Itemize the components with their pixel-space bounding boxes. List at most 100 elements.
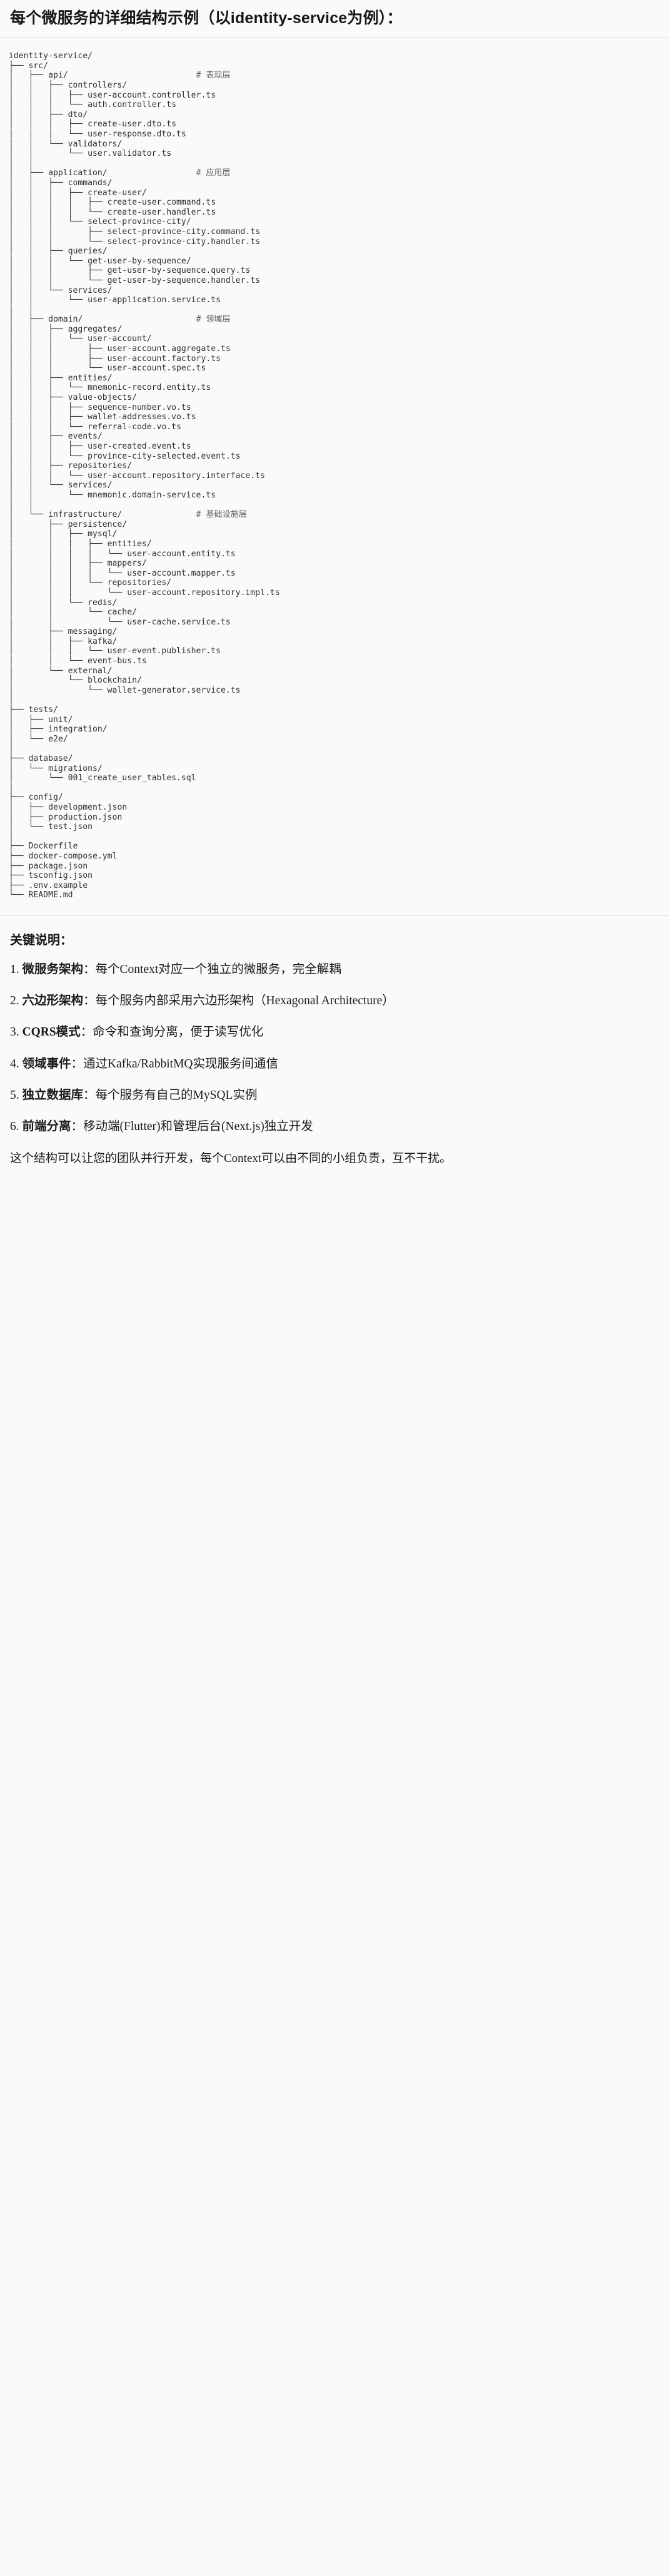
tree-line-path: │ ├── api/ [9, 71, 196, 81]
title-divider [0, 37, 669, 38]
tree-line: │ │ │ └── select-province-city/ [9, 217, 191, 227]
key-note-separator: ： [83, 962, 96, 976]
key-note-item: 微服务架构：每个Context对应一个独立的微服务，完全解耦 [10, 961, 659, 979]
tree-line: │ │ │ └── user-account.repository.impl.t… [9, 588, 280, 598]
tree-line: ├── tsconfig.json [9, 871, 93, 881]
tree-line-comment: # 表现层 [196, 71, 231, 81]
tree-line: │ │ │ └── referral-code.vo.ts [9, 422, 181, 432]
tree-line: │ [9, 744, 14, 754]
tree-line: │ │ │ └── auth.controller.ts [9, 100, 177, 110]
tree-line: │ │ ├── kafka/ [9, 636, 118, 646]
key-note-description: 移动端(Flutter)和管理后台(Next.js)独立开发 [83, 1120, 313, 1134]
tree-line: ├── database/ [9, 754, 73, 763]
tree-line: │ └── infrastructure/ # 基础设施层 [9, 510, 669, 520]
tree-line: │ │ └── mnemonic.domain-service.ts [9, 490, 216, 500]
key-note-term: CQRS模式 [22, 1026, 81, 1039]
key-note-description: 每个服务有自己的MySQL实例 [95, 1088, 258, 1102]
tree-line: │ │ ├── events/ [9, 432, 103, 442]
tree-line: │ │ │ ├── sequence-number.vo.ts [9, 402, 191, 412]
tree-line: │ │ └── validators/ [9, 139, 123, 149]
key-notes-list: 微服务架构：每个Context对应一个独立的微服务，完全解耦六边形架构：每个服务… [10, 961, 659, 1136]
key-notes-heading: 关键说明： [10, 933, 73, 947]
tree-line: ├── Dockerfile [9, 842, 78, 852]
tree-line: │ │ │ └── province-city-selected.event.t… [9, 451, 241, 461]
tree-line: │ │ ├── mysql/ [9, 529, 118, 539]
tree-line: │ │ ├── repositories/ [9, 461, 133, 471]
tree-line: ├── src/ [9, 61, 49, 71]
tree-line-path: │ ├── application/ [9, 168, 196, 178]
tree-line: │ │ ├── value-objects/ [9, 393, 137, 403]
tree-line: │ │ │ ├── user-account.factory.ts [9, 354, 221, 364]
tree-line: │ ├── application/ # 应用层 [9, 168, 669, 178]
tree-line: │ │ │ ├── wallet-addresses.vo.ts [9, 412, 196, 422]
tree-line: │ │ └── services/ [9, 285, 113, 295]
tree-line: │ ├── integration/ [9, 725, 108, 735]
tree-line: │ │ ├── entities/ [9, 373, 113, 383]
tree-line: │ └── 001_create_user_tables.sql [9, 773, 196, 783]
tree-line: │ ├── persistence/ [9, 519, 128, 529]
tree-line: │ │ [9, 305, 34, 315]
tree-line: │ [9, 832, 14, 842]
tree-line: │ │ [9, 158, 34, 168]
key-note-item: 独立数据库：每个服务有自己的MySQL实例 [10, 1087, 659, 1104]
key-note-description: 每个服务内部采用六边形架构（Hexagonal Architecture） [95, 994, 395, 1008]
tree-line: │ │ │ │ ├── create-user.command.ts [9, 198, 216, 208]
tree-line: │ │ │ ├── user-created.event.ts [9, 442, 191, 451]
tree-line-path: │ ├── domain/ [9, 315, 196, 325]
tree-line: │ │ │ └── select-province-city.handler.t… [9, 237, 261, 247]
tree-line: │ [9, 695, 14, 705]
key-note-term: 前端分离 [22, 1120, 71, 1134]
tree-line: │ └── e2e/ [9, 734, 68, 744]
key-note-separator: ： [80, 1026, 93, 1039]
key-note-separator: ： [71, 1057, 84, 1071]
tree-line: identity-service/ [9, 51, 93, 61]
key-note-term: 独立数据库 [22, 1088, 84, 1102]
key-note-item: CQRS模式：命令和查询分离，便于读写优化 [10, 1024, 659, 1041]
key-note-item: 领域事件：通过Kafka/RabbitMQ实现服务间通信 [10, 1056, 659, 1073]
tree-line: │ │ │ ├── get-user-by-sequence.query.ts [9, 266, 251, 276]
tree-line: │ │ └── user-application.service.ts [9, 295, 221, 305]
key-note-term: 六边形架构 [22, 994, 84, 1008]
key-note-term: 微服务架构 [22, 962, 84, 976]
tree-line: │ │ │ ├── mappers/ [9, 559, 147, 569]
tree-line: │ │ ├── controllers/ [9, 81, 128, 91]
tree-divider [0, 915, 669, 916]
tree-line: │ └── wallet-generator.service.ts [9, 685, 241, 695]
tree-line: │ │ └── user-cache.service.ts [9, 617, 231, 627]
tree-line: │ └── blockchain/ [9, 676, 142, 686]
tree-line: │ │ [9, 500, 34, 510]
tree-line: │ │ │ ├── create-user/ [9, 188, 147, 198]
tree-line-comment: # 领域层 [196, 315, 231, 325]
tree-line-comment: # 基础设施层 [196, 510, 247, 520]
key-notes-section: 关键说明： 微服务架构：每个Context对应一个独立的微服务，完全解耦六边形架… [0, 916, 669, 1190]
tree-line-path: │ └── infrastructure/ [9, 510, 196, 520]
tree-line: │ [9, 783, 14, 793]
tree-line: │ │ └── user.validator.ts [9, 149, 172, 159]
tree-line: │ │ └── cache/ [9, 608, 137, 618]
tree-line: │ ├── production.json [9, 812, 123, 822]
tree-line: │ ├── unit/ [9, 715, 73, 725]
directory-tree-code-block: identity-service/├── src/│ ├── api/ # 表现… [0, 38, 669, 915]
key-note-separator: ： [83, 994, 96, 1008]
tree-line: │ │ │ │ └── user-account.entity.ts [9, 549, 236, 559]
key-note-description: 每个Context对应一个独立的微服务，完全解耦 [95, 962, 341, 976]
key-note-separator: ： [71, 1120, 84, 1134]
tree-line: │ ├── messaging/ [9, 627, 118, 637]
tree-line: │ │ │ └── get-user-by-sequence.handler.t… [9, 275, 261, 285]
page-title: 每个微服务的详细结构示例（以identity-service为例）： [10, 9, 403, 27]
tree-line: │ │ │ │ └── user-account.mapper.ts [9, 568, 236, 578]
tree-line: ├── config/ [9, 793, 63, 803]
tree-line: │ ├── api/ # 表现层 [9, 71, 669, 81]
tree-line: │ └── external/ [9, 666, 113, 676]
tree-line: ├── package.json [9, 861, 88, 871]
closing-paragraph: 这个结构可以让您的团队并行开发，每个Context可以由不同的小组负责，互不干扰… [10, 1151, 452, 1165]
tree-line: │ │ └── event-bus.ts [9, 656, 147, 666]
key-note-item: 前端分离：移动端(Flutter)和管理后台(Next.js)独立开发 [10, 1118, 659, 1136]
tree-line: │ │ ├── aggregates/ [9, 324, 123, 334]
key-note-item: 六边形架构：每个服务内部采用六边形架构（Hexagonal Architectu… [10, 992, 659, 1010]
tree-line: │ │ │ └── user-account.repository.interf… [9, 471, 265, 481]
tree-line: │ │ │ ├── select-province-city.command.t… [9, 227, 261, 237]
tree-line: ├── .env.example [9, 880, 88, 890]
tree-line: │ └── migrations/ [9, 763, 103, 773]
tree-line: ├── docker-compose.yml [9, 851, 118, 861]
